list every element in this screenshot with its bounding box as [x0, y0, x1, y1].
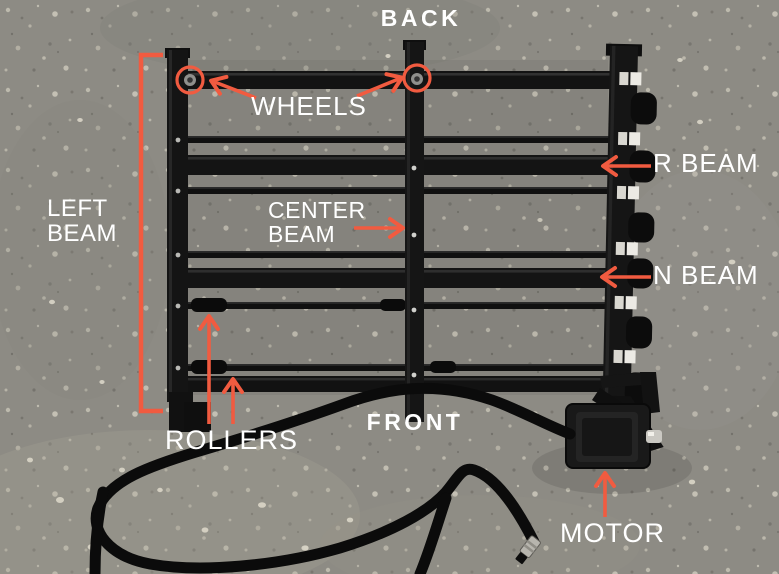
roller-spacers — [191, 298, 456, 374]
left-beam-bolts — [175, 137, 181, 371]
label-rollers: ROLLERS — [165, 425, 299, 455]
label-center-beam-line2: BEAM — [268, 220, 336, 247]
center-beam — [403, 40, 426, 422]
label-center-beam: CENTER BEAM — [268, 197, 366, 247]
wheel-circle-left — [175, 65, 205, 95]
label-left-beam-line2: BEAM — [47, 219, 118, 247]
label-front: FRONT — [366, 409, 464, 435]
motor-shaft-glint — [648, 432, 654, 436]
label-left-beam-line1: LEFT — [47, 195, 108, 222]
motor-shaft — [646, 430, 662, 443]
label-n-beam: N BEAM — [653, 260, 759, 290]
arrow-wheels-left — [209, 74, 257, 100]
r-beam — [188, 155, 612, 175]
center-beam-screws — [411, 165, 417, 378]
label-motor: MOTOR — [560, 518, 665, 548]
wheel-left — [184, 74, 196, 86]
annotation-overlay — [138, 52, 651, 517]
floor-chips — [27, 54, 736, 551]
left-beam — [165, 48, 211, 432]
transport-frame — [89, 40, 664, 574]
wheel-circle-right — [402, 63, 432, 93]
left-beam-bracket-line — [138, 52, 163, 414]
drive-cable — [89, 382, 576, 574]
label-wheels: WHEELS — [251, 91, 367, 121]
motor-face-inner — [582, 418, 632, 456]
n-beam — [188, 268, 612, 288]
label-center-beam-line1: CENTER — [268, 197, 366, 223]
label-r-beam: R BEAM — [653, 148, 759, 178]
wheel-right — [411, 73, 423, 85]
silver-fittings — [613, 71, 642, 364]
label-back: BACK — [380, 5, 462, 31]
front-beam — [188, 376, 612, 392]
cable-connector — [515, 535, 541, 565]
arrow-wheels-right — [356, 72, 404, 98]
label-left-beam: LEFT BEAM — [47, 195, 118, 247]
